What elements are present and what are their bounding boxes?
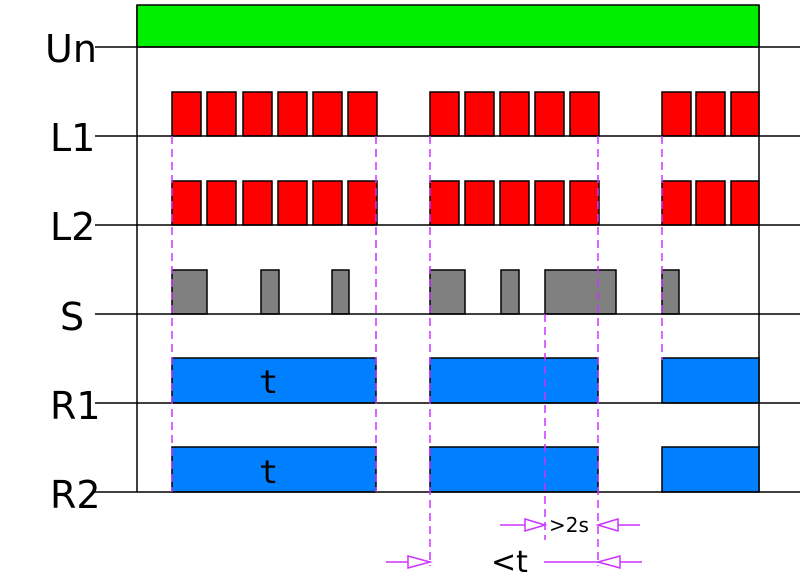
r2-delay-label: t xyxy=(259,453,278,491)
r1-delay-label: t xyxy=(259,363,278,401)
row-label-r1: R1 xyxy=(50,384,101,428)
row-label-un: Un xyxy=(45,27,97,71)
row-label-s: S xyxy=(60,295,84,339)
frame xyxy=(136,5,760,492)
gt-2s-label: >2s xyxy=(549,513,589,537)
l2-pulses xyxy=(171,180,760,226)
lt-t-dimension xyxy=(386,555,642,569)
l1-pulses xyxy=(171,91,760,137)
row-label-l2: L2 xyxy=(50,205,95,249)
row-label-r2: R2 xyxy=(50,473,101,517)
gt-2s-dimension xyxy=(500,517,640,533)
switch-pulses xyxy=(171,269,680,315)
r2-relay-bars xyxy=(171,446,760,493)
r1-relay-bars xyxy=(171,357,760,404)
row-label-l1: L1 xyxy=(50,116,95,160)
lt-t-label: <t xyxy=(491,545,528,578)
guide-lines xyxy=(171,136,663,566)
supply-voltage-bar xyxy=(136,4,760,48)
